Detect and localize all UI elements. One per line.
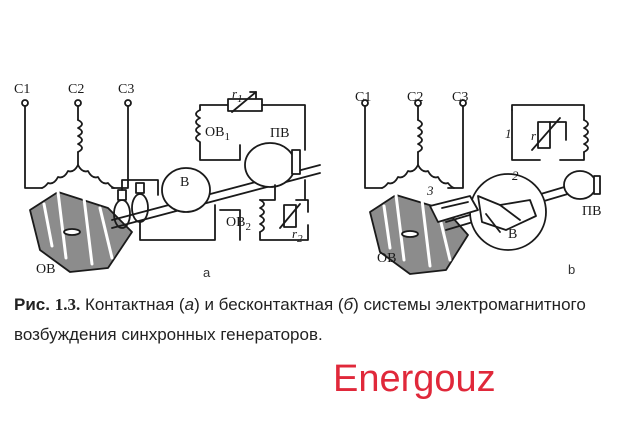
caption-part2: ) и бесконтактная (	[194, 295, 344, 314]
phase-c1-label-b: C1	[355, 90, 371, 105]
phase-c1-label-a: C1	[14, 82, 30, 97]
exciter-label-a: В	[180, 175, 189, 190]
diagram-a	[21, 91, 321, 273]
caption-fig-number: 1.3.	[54, 295, 81, 314]
caption-part3: ) системы электромагнитного возбуждения …	[14, 295, 586, 344]
labels-a: C1 C2 C3 ОВ ОВ1 ОВ2 r1 r2 В ПВ a	[14, 82, 303, 280]
exciter-b-a	[161, 167, 211, 213]
phase-c2-label-b: C2	[407, 90, 423, 105]
phase-c2-label-a: C2	[68, 82, 84, 97]
exciter-label-b: В	[508, 227, 517, 242]
r2-label: r2	[292, 226, 303, 245]
phase-c3-label-b: C3	[452, 90, 468, 105]
ov-label-b: ОВ	[377, 251, 396, 266]
r1-label: r1	[232, 86, 243, 105]
num-2-label: 2	[512, 168, 519, 183]
ov2-label: ОВ2	[226, 215, 251, 233]
pilot-exciter-a	[244, 142, 301, 188]
pilot-exciter-label-b: ПВ	[582, 204, 601, 219]
coil-1-label: 1	[505, 126, 512, 141]
ov-label-a: ОВ	[36, 262, 55, 277]
num-3-label: 3	[426, 183, 434, 198]
diagram-b	[361, 99, 601, 275]
caption-part1: Контактная (	[84, 295, 185, 314]
exciter-b-b	[469, 173, 547, 251]
ov1-label: ОВ1	[205, 125, 230, 143]
r-label-b: r	[531, 128, 537, 143]
caption-fig-word: Рис.	[14, 295, 50, 314]
watermark: Energouz	[333, 358, 496, 400]
caption-b: б	[343, 295, 354, 314]
figure-caption: Рис. 1.3. Контактная (а) и бесконтактная…	[14, 290, 624, 350]
labels-b: C1 C2 C3 ОВ 1 r 2 3 В ПВ b	[355, 90, 601, 277]
caption-a: а	[184, 295, 195, 314]
pilot-exciter-label-a: ПВ	[270, 126, 289, 141]
rotor-ov-a	[29, 190, 133, 273]
sublabel-a: a	[203, 265, 211, 280]
sublabel-b: b	[568, 262, 575, 277]
pilot-exciter-b	[563, 170, 601, 200]
phase-c3-label-a: C3	[118, 82, 134, 97]
